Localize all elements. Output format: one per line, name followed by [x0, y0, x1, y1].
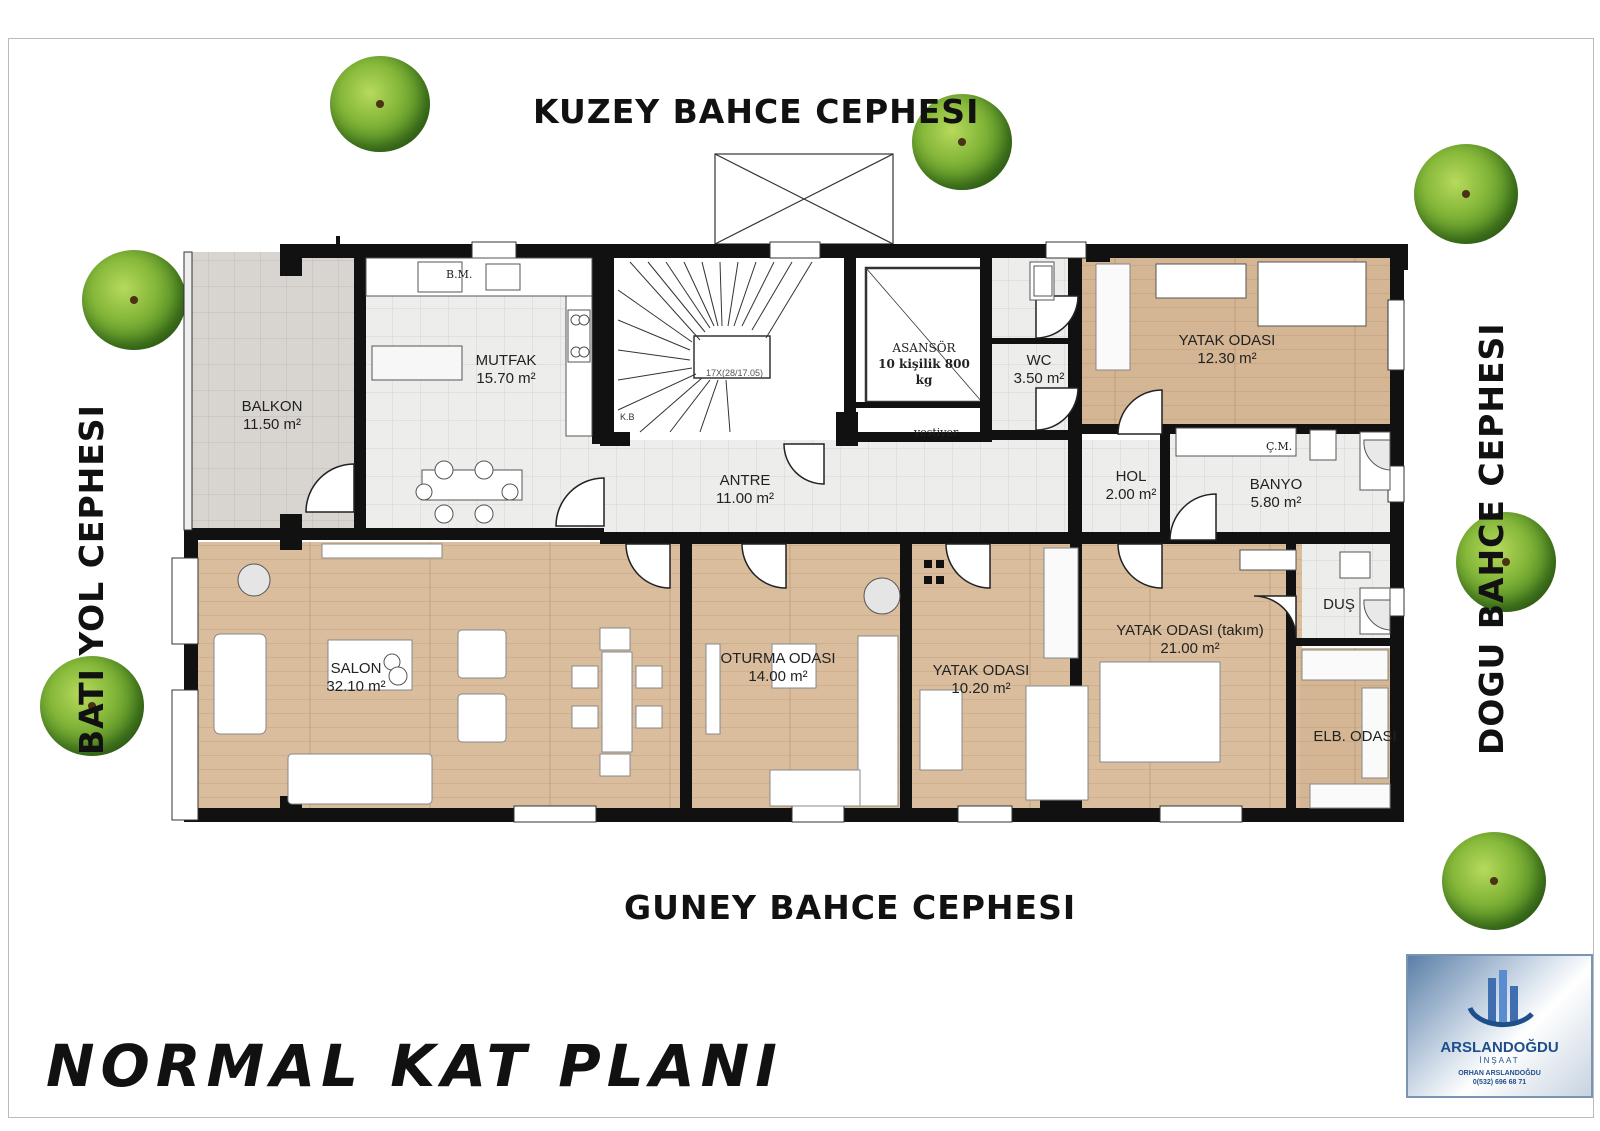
west-facade-label: BATI YOL CEPHESI [72, 404, 111, 755]
plan-title: NORMAL KAT PLANI [46, 1032, 783, 1100]
room-hol: HOL 2.00 m² [1096, 468, 1166, 504]
tree-icon [1442, 832, 1546, 930]
stairs-label: 17X(28/17.05) [706, 368, 764, 378]
room-area: 21.00 m² [1160, 640, 1220, 657]
drawing-frame [8, 38, 1594, 1118]
room-name: ELB. ODASI [1313, 728, 1397, 745]
room-area: 12.30 m² [1197, 350, 1257, 367]
room-area: 14.00 m² [748, 668, 808, 685]
logo-owner: ORHAN ARSLANDOĞDU [1458, 1070, 1541, 1077]
south-facade-label: GUNEY BAHCE CEPHESI [624, 888, 1077, 927]
room-area: 5.80 m² [1250, 494, 1302, 511]
room-name: OTURMA ODASI [720, 650, 836, 667]
tree-icon [40, 656, 144, 756]
room-area: 15.70 m² [476, 370, 536, 387]
tree-icon [330, 56, 430, 152]
room-wc: WC 3.50 m² [1004, 352, 1074, 388]
room-yatak-1: YATAK ODASI 12.30 m² [1162, 332, 1292, 368]
tree-icon [1456, 512, 1556, 612]
room-balkon: BALKON 11.50 m² [222, 398, 322, 434]
room-mutfak: MUTFAK 15.70 m² [456, 352, 556, 388]
logo-mark-icon [1467, 970, 1534, 1028]
room-yatak-3: YATAK ODASI (takım) 21.00 m² [1104, 622, 1276, 658]
room-name: YATAK ODASI [932, 662, 1030, 679]
kb-label: K.B [620, 412, 635, 422]
dishwasher-label: B.M. [446, 268, 473, 281]
room-yatak-2: YATAK ODASI 10.20 m² [916, 662, 1046, 698]
room-name: MUTFAK [475, 352, 537, 369]
north-facade-label: KUZEY BAHCE CEPHESI [533, 92, 980, 131]
vestiyer-label: vestiyer [914, 426, 959, 439]
room-elb: ELB. ODASI [1312, 728, 1398, 746]
room-name: WC [1026, 352, 1052, 369]
room-area: 10 kişilik 800 kg [878, 357, 970, 387]
room-area: 10.20 m² [951, 680, 1011, 697]
room-salon: SALON 32.10 m² [306, 660, 406, 696]
room-name: ASANSÖR [892, 341, 956, 355]
tree-icon [82, 250, 186, 350]
room-area: 3.50 m² [1013, 370, 1065, 387]
room-name: HOL [1115, 468, 1147, 485]
room-area: 11.00 m² [715, 490, 775, 507]
washer-label: Ç.M. [1266, 440, 1293, 453]
logo-phone: 0(532) 696 68 71 [1472, 1079, 1527, 1086]
logo-brand: ARSLANDOĞDU [1440, 1039, 1559, 1056]
room-antre: ANTRE 11.00 m² [690, 472, 800, 508]
logo-sub: İNŞAAT [1479, 1056, 1520, 1065]
room-name: BALKON [241, 398, 303, 415]
tree-icon [912, 94, 1012, 190]
room-dus: DUŞ [1314, 596, 1364, 614]
room-area: 32.10 m² [326, 678, 386, 695]
room-area: 11.50 m² [242, 416, 302, 433]
room-name: DUŞ [1323, 596, 1355, 613]
east-facade-label: DOGU BAHCE CEPHESI [1472, 322, 1511, 755]
room-area: 2.00 m² [1105, 486, 1157, 503]
room-banyo: BANYO 5.80 m² [1226, 476, 1326, 512]
room-asansor: ASANSÖR 10 kişilik 800 kg [872, 340, 976, 388]
room-name: ANTRE [719, 472, 771, 489]
room-name: SALON [330, 660, 382, 677]
room-name: YATAK ODASI [1178, 332, 1276, 349]
room-oturma: OTURMA ODASI 14.00 m² [708, 650, 848, 686]
company-logo: ARSLANDOĞDU İNŞAAT ORHAN ARSLANDOĞDU 0(5… [1406, 954, 1593, 1098]
room-name: YATAK ODASI (takım) [1116, 622, 1264, 639]
room-name: BANYO [1249, 476, 1303, 493]
tree-icon [1414, 144, 1518, 244]
